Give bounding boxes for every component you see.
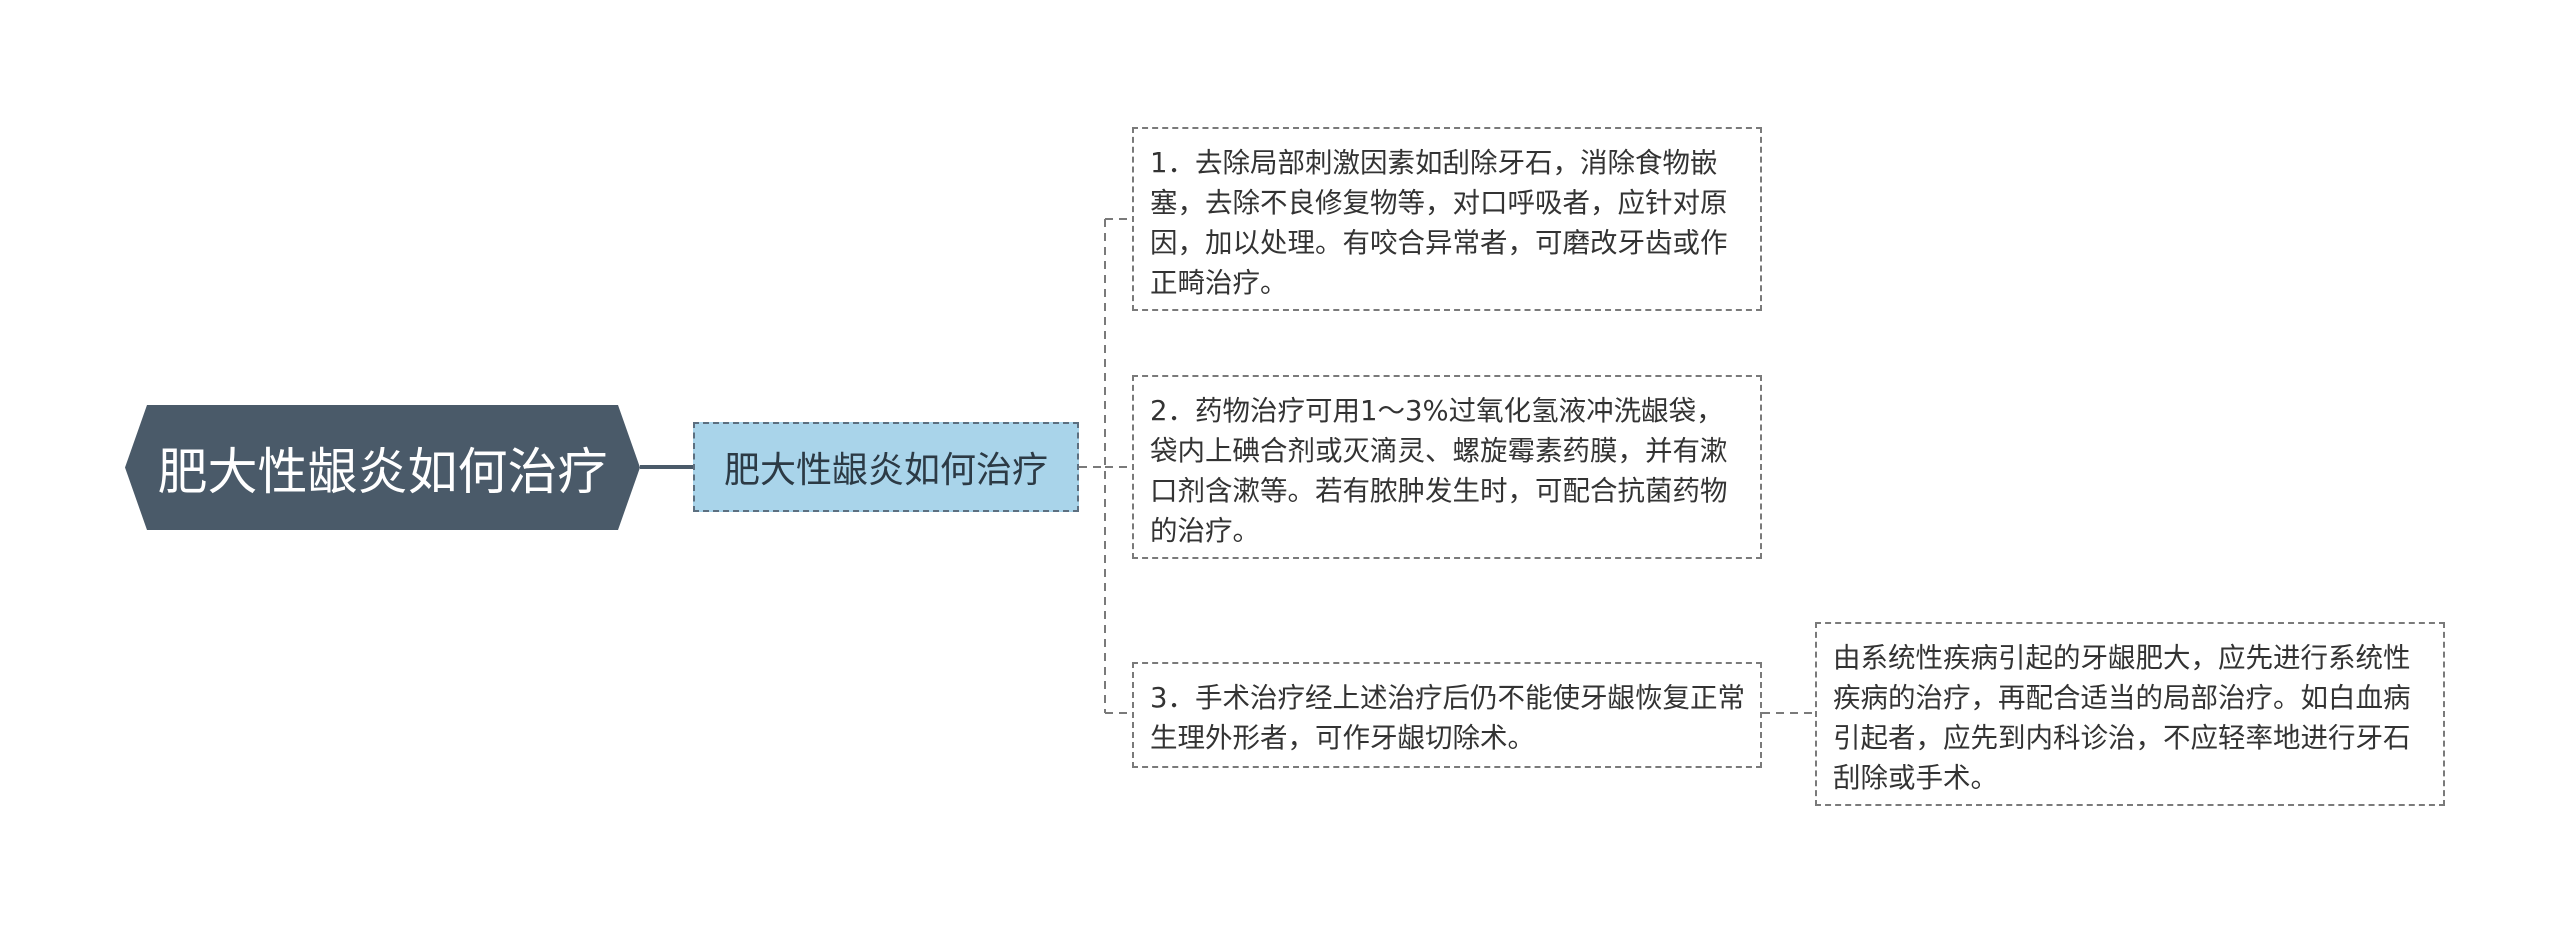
child-topic-2[interactable]: 2．药物治疗可用1～3%过氧化氢液冲洗龈袋，袋内上碘合剂或灭滴灵、螺旋霉素药膜，…	[1132, 375, 1762, 559]
child-topic-1-text: 1．去除局部刺激因素如刮除牙石，消除食物嵌塞，去除不良修复物等，对口呼吸者，应针…	[1150, 147, 1728, 299]
branch-to-children-connector	[1079, 218, 1132, 714]
child-topic-2-text: 2．药物治疗可用1～3%过氧化氢液冲洗龈袋，袋内上碘合剂或灭滴灵、螺旋霉素药膜，…	[1150, 395, 1728, 547]
child-topic-1[interactable]: 1．去除局部刺激因素如刮除牙石，消除食物嵌塞，去除不良修复物等，对口呼吸者，应针…	[1132, 127, 1762, 311]
branch-topic[interactable]: 肥大性龈炎如何治疗	[693, 422, 1079, 512]
subchild-topic[interactable]: 由系统性疾病引起的牙龈肥大，应先进行系统性疾病的治疗，再配合适当的局部治疗。如白…	[1815, 622, 2445, 806]
branch-topic-label: 肥大性龈炎如何治疗	[723, 450, 1048, 491]
child-topic-3[interactable]: 3．手术治疗经上述治疗后仍不能使牙龈恢复正常生理外形者，可作牙龈切除术。	[1132, 662, 1762, 768]
subchild-topic-text: 由系统性疾病引起的牙龈肥大，应先进行系统性疾病的治疗，再配合适当的局部治疗。如白…	[1833, 642, 2411, 794]
root-topic[interactable]: 肥大性龈炎如何治疗	[125, 405, 640, 530]
root-topic-label: 肥大性龈炎如何治疗	[157, 442, 608, 501]
child-topic-3-text: 3．手术治疗经上述治疗后仍不能使牙龈恢复正常生理外形者，可作牙龈切除术。	[1150, 682, 1745, 754]
